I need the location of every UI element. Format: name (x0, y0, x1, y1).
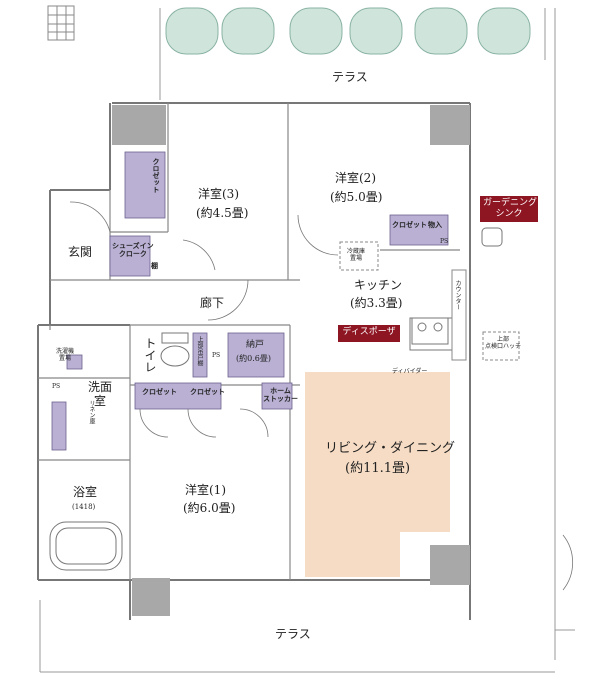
kitchen-size: (約3.3畳) (350, 296, 403, 310)
counter-box (451, 269, 467, 361)
sink-box (481, 227, 503, 247)
ps-label-2: PS (212, 352, 221, 359)
storage-name: 納戸 (246, 340, 265, 350)
divider-label: ディバイダー (392, 368, 428, 375)
hatch-box (482, 331, 520, 361)
closet-w1b-label: クロゼット (190, 388, 225, 396)
grid-mark (47, 5, 75, 41)
living-size: (約11.1畳) (345, 461, 411, 476)
entrance-label: 玄関 (68, 245, 93, 259)
bathroom-name: 浴室 (73, 485, 98, 499)
ps-label-3: PS (440, 238, 449, 245)
home-stocker-label: ホーム ストッカー (263, 387, 298, 403)
closet-w3-label: クロゼット (152, 158, 160, 193)
washer-label: 洗濯機 置場 (56, 348, 75, 362)
doors (69, 201, 573, 591)
fridge-box (339, 241, 379, 271)
shelf-label: 棚 (151, 262, 158, 270)
gardening-sink-badge: ガーデニング シンク (480, 196, 538, 222)
terrace-outline (39, 8, 575, 673)
trees (165, 7, 531, 55)
washroom-label: 洗面室 (87, 380, 112, 408)
closet-w1a-label: クロゼット (142, 388, 177, 396)
pantry-label: 物入 (428, 221, 442, 229)
columns (112, 105, 470, 616)
shoes-closet-label: シューズイン クローク (112, 242, 154, 258)
bathtub (49, 521, 123, 571)
western1-size: (約6.0畳) (183, 501, 236, 515)
terrace-bottom-label: テラス (275, 627, 311, 641)
hallway-label: 廊下 (200, 296, 225, 310)
kitchen-name: キッチン (354, 278, 403, 292)
storage-size: (約0.6畳) (236, 354, 271, 363)
western1-name: 洋室(1) (185, 483, 226, 497)
ps-label-1: PS (52, 383, 61, 390)
western2-size: (約5.0畳) (330, 190, 383, 204)
stove (409, 317, 453, 351)
closets (51, 151, 449, 451)
fridge-label: 冷蔵庫 置場 (347, 248, 366, 262)
toilet-fixture (160, 332, 190, 367)
terrace-top-label: テラス (332, 70, 368, 84)
counter-label: カウンター (454, 280, 461, 310)
western2-name: 洋室(2) (335, 171, 376, 185)
living-name: リビング・ダイニング (325, 441, 456, 456)
closet-w2-label: クロゼット (392, 221, 427, 229)
upper-cabinet-label: 上部吊戸棚 (196, 336, 203, 366)
bathroom-size: (1418) (72, 503, 96, 511)
toilet-label: トイレ (143, 337, 157, 373)
western3-size: (約4.5畳) (196, 206, 249, 220)
linen-label: リネン庫 (88, 400, 95, 424)
disposer-badge: ディスポーザ (338, 325, 400, 342)
living-fill (305, 372, 450, 577)
upper-hatch-label: 上部 点検口ハッチ (485, 336, 522, 350)
western3-name: 洋室(3) (198, 187, 239, 201)
walls (37, 102, 471, 620)
